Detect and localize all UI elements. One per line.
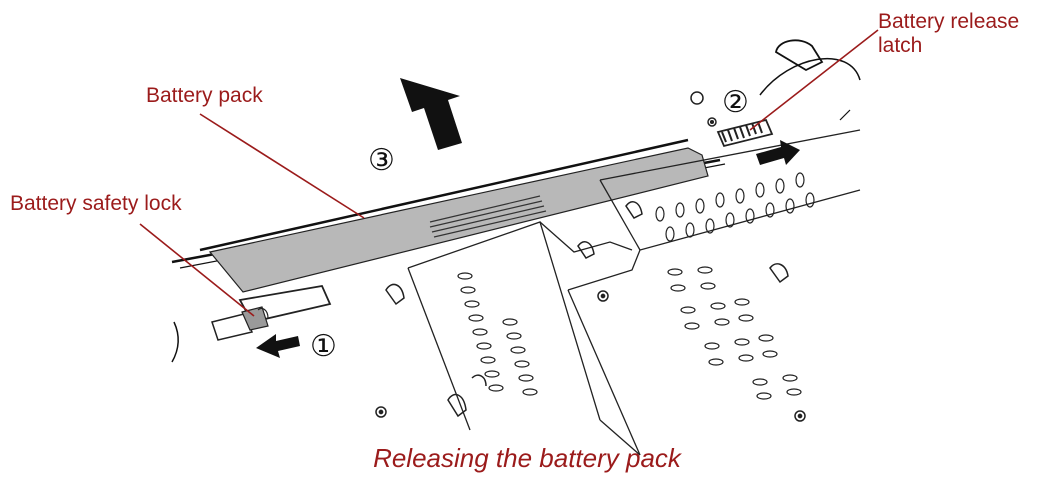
- battery-release-latch-label-line1: Battery release: [878, 10, 1020, 33]
- step-number-2: ②: [722, 85, 749, 120]
- leader-lines: [139, 29, 879, 317]
- battery-release-latch: [716, 118, 774, 148]
- arrow-step3: [400, 78, 462, 150]
- battery-safety-lock-label: Battery safety lock: [10, 192, 182, 215]
- battery-vent-slots: [429, 195, 547, 238]
- arrow-step2: [756, 140, 800, 165]
- battery-safety-lock: [211, 284, 332, 341]
- arrow-step1: [256, 334, 300, 358]
- step-number-1: ①: [310, 329, 337, 364]
- battery-pack-shape: [199, 138, 709, 293]
- battery-release-latch-label-line2: latch: [878, 34, 923, 57]
- figure-caption: Releasing the battery pack: [373, 443, 681, 473]
- step-number-3: ③: [368, 143, 395, 178]
- vent-holes: [457, 172, 815, 400]
- battery-pack-label: Battery pack: [146, 84, 263, 107]
- rubber-feet: [385, 201, 789, 418]
- screws: [375, 91, 806, 422]
- access-panels: [407, 129, 861, 456]
